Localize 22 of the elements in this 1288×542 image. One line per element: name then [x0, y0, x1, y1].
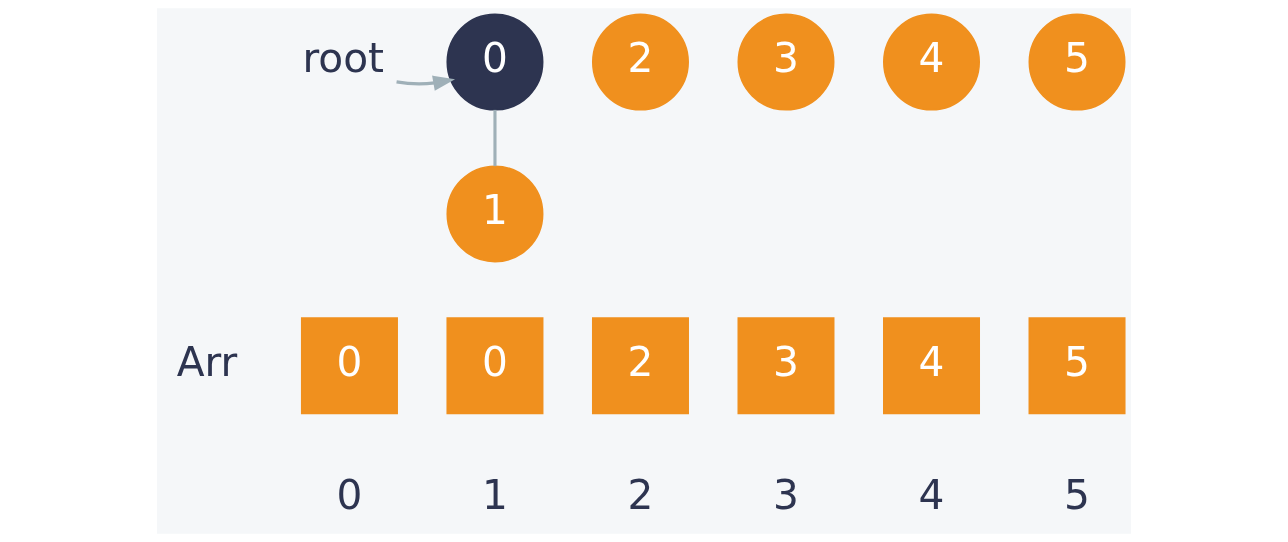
node-box: 5	[1028, 317, 1126, 415]
connector	[493, 109, 497, 167]
label: 2	[627, 470, 654, 519]
node-circle: 3	[737, 13, 835, 111]
label: 3	[773, 470, 799, 519]
node-circle: 4	[883, 13, 980, 111]
node-box: 2	[592, 317, 689, 415]
node-circle: 1	[446, 165, 544, 263]
label: 5	[1064, 470, 1090, 519]
node-circle: 2	[592, 13, 689, 111]
label: 0	[336, 470, 363, 519]
label: Arr	[176, 337, 238, 386]
arrow	[396, 75, 456, 91]
node-circle: 5	[1028, 13, 1126, 111]
node-box: 4	[883, 317, 980, 415]
node-box: 3	[737, 317, 835, 415]
label: 1	[482, 470, 508, 519]
node-text: root	[302, 33, 384, 82]
node-box: 0	[446, 317, 544, 415]
node-box: 0	[300, 317, 398, 415]
node-circle: 0	[446, 13, 544, 111]
label: 4	[918, 470, 945, 519]
